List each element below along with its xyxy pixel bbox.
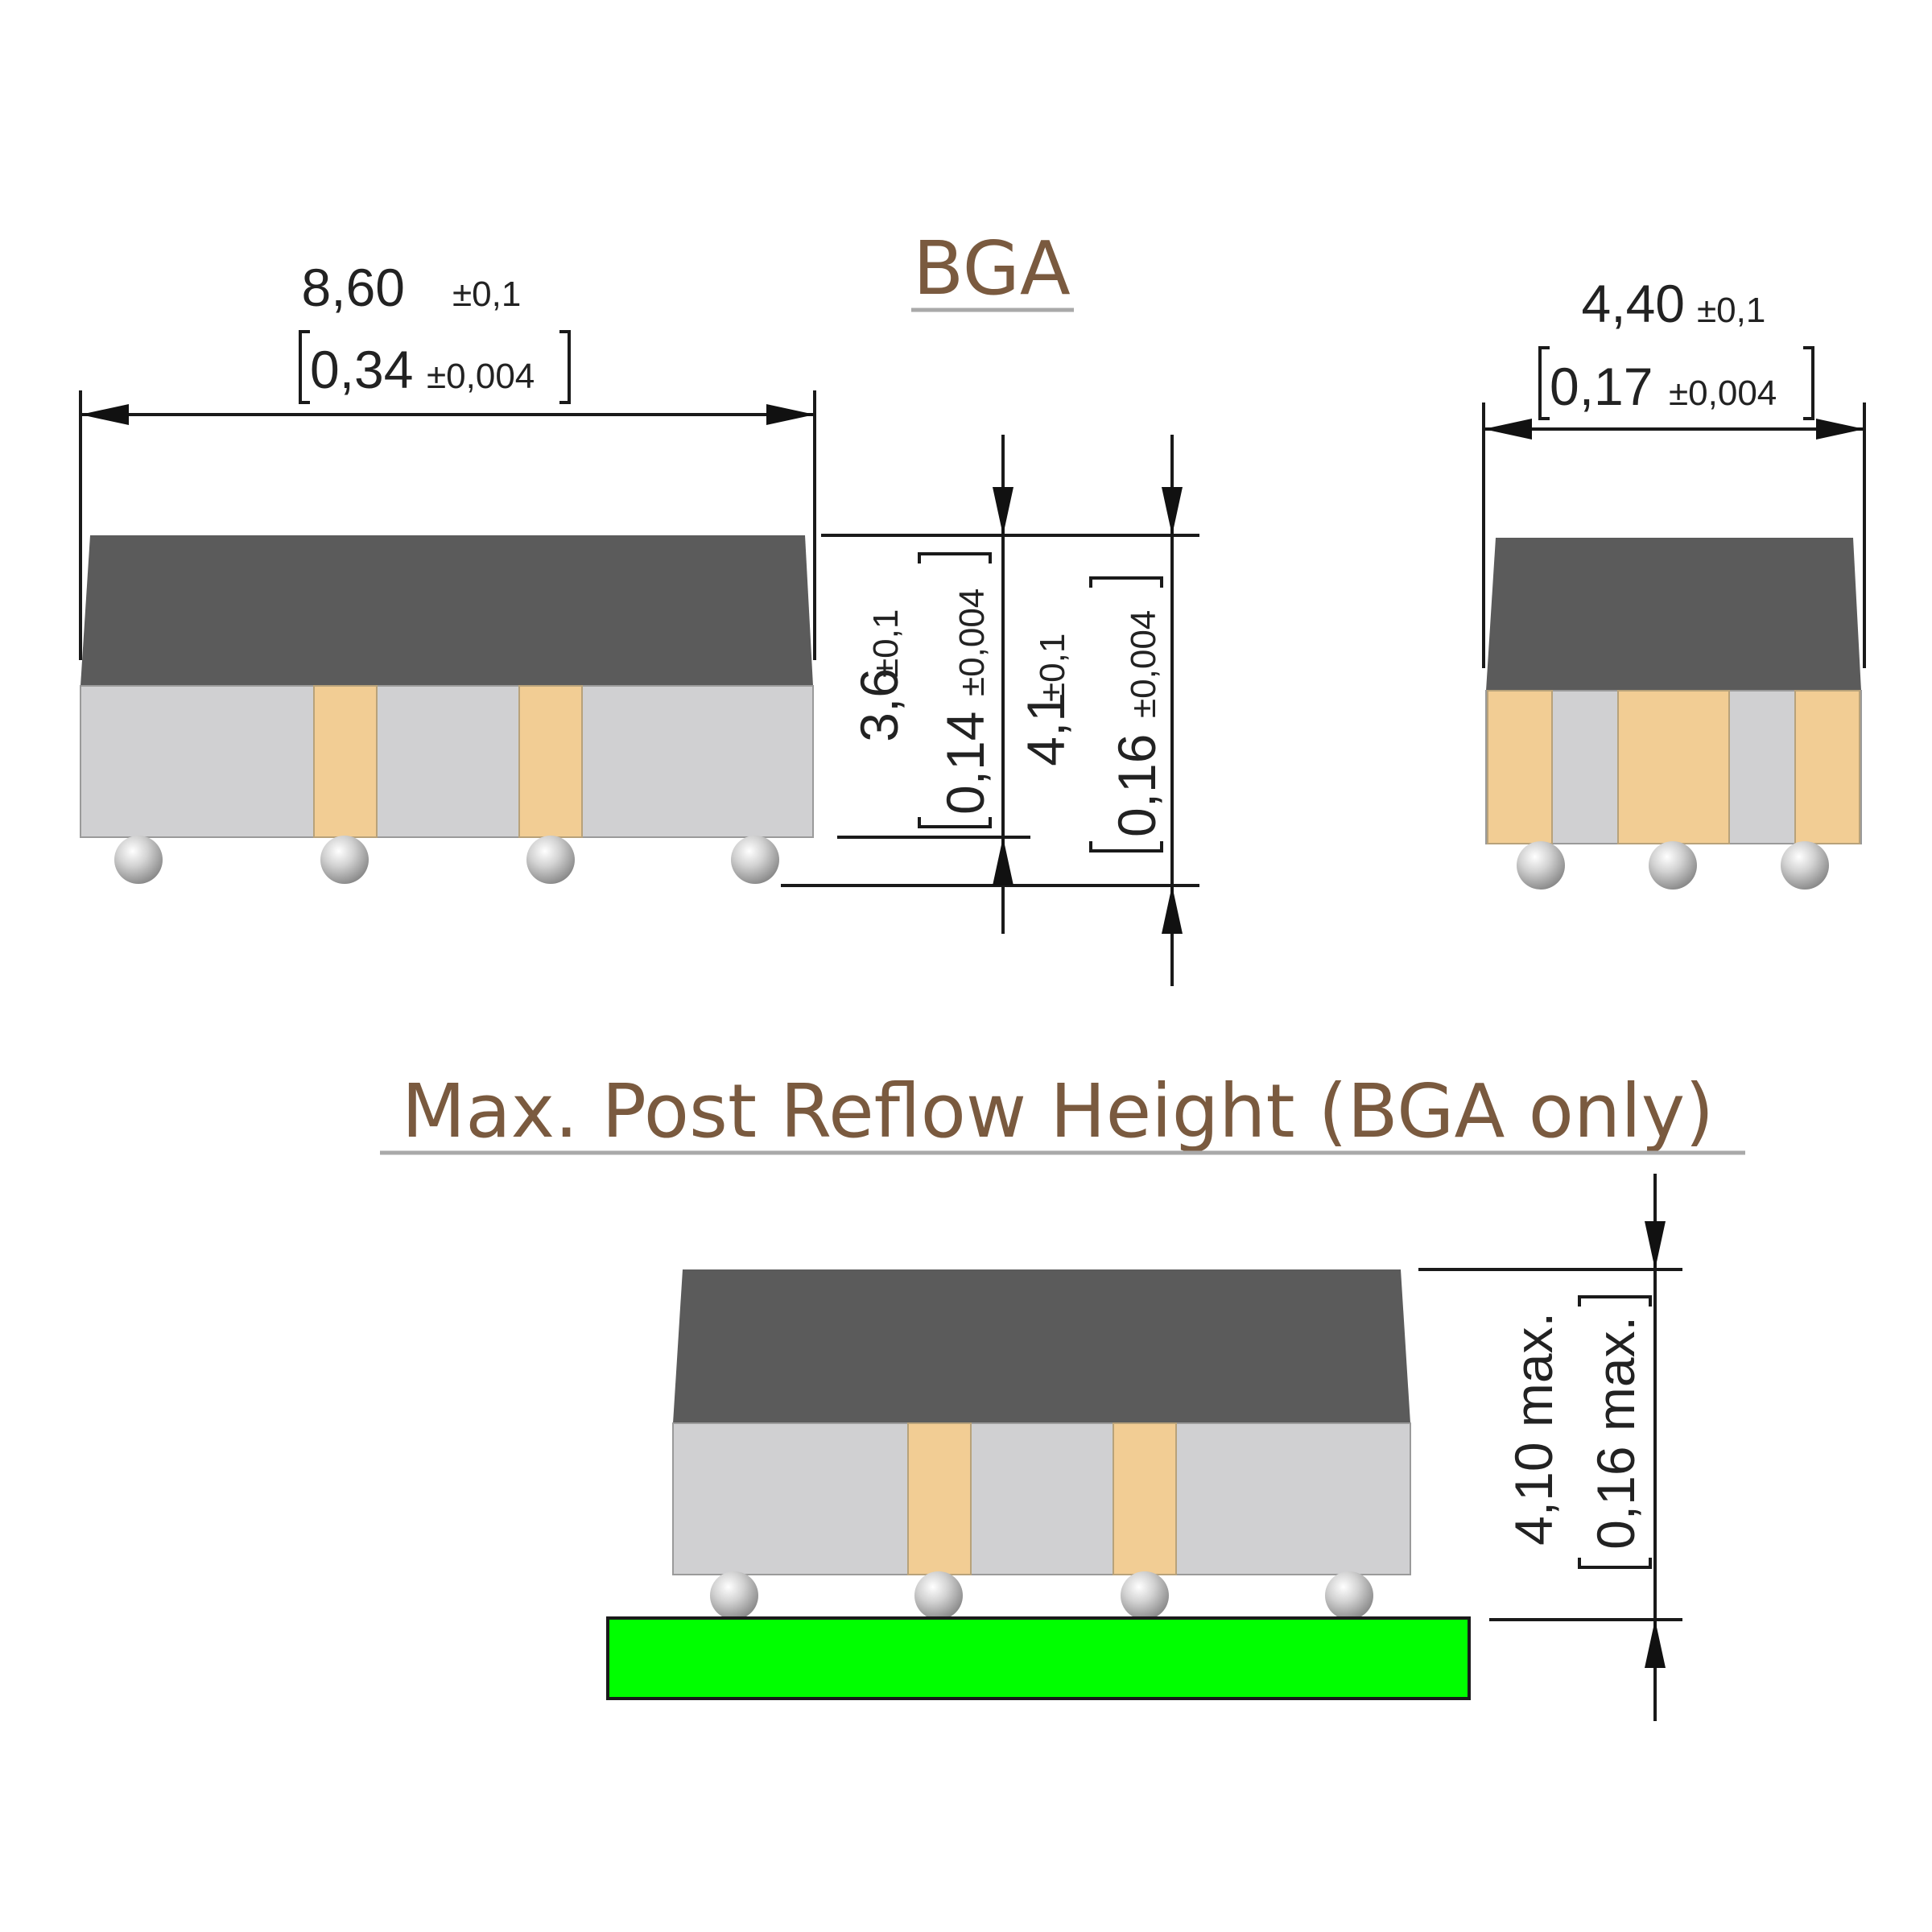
solder-ball: [1649, 841, 1697, 890]
solder-ball: [114, 836, 163, 884]
solder-ball: [1781, 841, 1829, 890]
total-height-inch-tolerance: ±0,004: [1124, 610, 1163, 718]
front-view: [80, 535, 814, 884]
terminal-pad: [313, 685, 378, 838]
body-height-inch-value: 0,14: [935, 712, 995, 815]
solder-ball: [710, 1571, 758, 1620]
width-value: 4,40: [1582, 274, 1685, 333]
component-base: [672, 1422, 1411, 1575]
solder-ball: [731, 836, 779, 884]
total-height-inch-value: 0,16: [1107, 734, 1166, 837]
reflow-height-value: 4,10 max.: [1504, 1312, 1563, 1546]
pcb-board: [606, 1616, 1471, 1700]
total-height-value: 4,1: [1016, 692, 1075, 766]
component-base: [80, 685, 814, 838]
width-inch-tolerance: ±0,004: [1669, 374, 1777, 413]
width-tolerance: ±0,1: [1697, 291, 1765, 330]
height-dimensions: 3,6 ±0,1 0,14 ±0,004 4,1 ±0,1 0,16 ±0,00…: [781, 435, 1199, 986]
component-top-body: [673, 1269, 1410, 1423]
terminal-pad: [1617, 690, 1730, 844]
width-dimension: 4,40 ±0,1 0,17 ±0,004: [1482, 274, 1866, 668]
body-height-inch-tolerance: ±0,004: [952, 588, 992, 696]
body-height-value: 3,6: [849, 668, 909, 742]
solder-ball: [526, 836, 575, 884]
length-inch-tolerance: ±0,004: [427, 357, 535, 396]
length-tolerance: ±0,1: [452, 275, 521, 314]
solder-ball: [1121, 1571, 1169, 1620]
component-top-body: [1486, 538, 1861, 691]
terminal-pad: [907, 1422, 972, 1575]
terminal-pad: [1794, 690, 1860, 844]
solder-ball: [1517, 841, 1565, 890]
reflow-height-dimension: 4,10 max. 0,16 max.: [1418, 1174, 1682, 1721]
solder-ball: [320, 836, 369, 884]
width-inch-value: 0,17: [1550, 357, 1653, 416]
reflow-view: [606, 1269, 1471, 1700]
total-height-tolerance: ±0,1: [1033, 634, 1072, 702]
terminal-pad: [1113, 1422, 1177, 1575]
terminal-pad: [518, 685, 583, 838]
length-dimension: 8,60 ±0,1 0,34 ±0,004: [79, 258, 816, 660]
body-height-tolerance: ±0,1: [866, 609, 906, 678]
solder-ball: [1325, 1571, 1373, 1620]
solder-ball: [914, 1571, 963, 1620]
bga-title: BGA: [913, 225, 1071, 312]
reflow-title: Max. Post Reflow Height (BGA only): [402, 1068, 1714, 1154]
length-inch-value: 0,34: [310, 340, 413, 399]
terminal-pad: [1487, 690, 1553, 844]
component-top-body: [80, 535, 813, 686]
length-value: 8,60: [302, 258, 405, 317]
reflow-height-inch-value: 0,16 max.: [1586, 1316, 1645, 1550]
side-view: [1485, 538, 1862, 890]
